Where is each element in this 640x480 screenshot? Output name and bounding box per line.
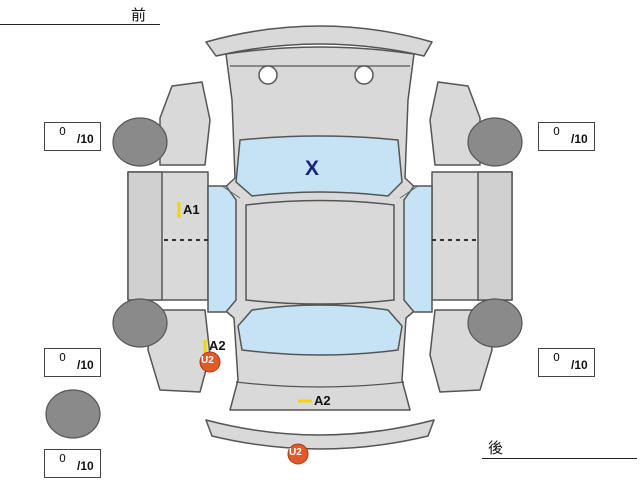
tire-front-left-icon (112, 117, 168, 167)
badge-text-u2-rear: U2 (289, 447, 302, 458)
left-side-window (207, 185, 237, 313)
tire-score-max: /10 (571, 358, 588, 372)
rear-label-underline (482, 458, 637, 459)
spare-tire-icon (45, 389, 101, 439)
front-label: 前 (131, 6, 147, 24)
damage-code-x: X (305, 157, 320, 180)
tire-score-value: 0 (553, 125, 560, 138)
tire-score-max: /10 (77, 459, 94, 473)
tire-score-front-left: 0 /10 (44, 122, 101, 151)
tire-score-value: 0 (59, 125, 66, 138)
tire-score-value: 0 (59, 351, 66, 364)
right-side-strip (477, 171, 513, 301)
tire-score-spare: 0 /10 (44, 449, 101, 478)
tire-score-max: /10 (77, 358, 94, 372)
badge-text-u2-left: U2 (201, 355, 214, 366)
left-front-fender (159, 81, 211, 166)
tire-score-value: 0 (553, 351, 560, 364)
tire-score-max: /10 (571, 132, 588, 146)
damage-code-a1: A1 (183, 202, 200, 217)
right-headlight (354, 65, 374, 85)
u2-badge-left-icon (199, 351, 221, 373)
tire-score-front-right: 0 /10 (538, 122, 595, 151)
rear-bumper (205, 419, 435, 450)
right-front-fender (429, 81, 481, 166)
damage-code-a2-rear: A2 (314, 393, 331, 408)
windshield (235, 135, 403, 197)
tire-score-max: /10 (77, 132, 94, 146)
front-bumper (205, 25, 433, 57)
left-side-strip (127, 171, 163, 301)
u2-badge-rear-icon (287, 443, 309, 465)
damage-code-a2-side: A2 (209, 338, 226, 353)
tire-score-rear-left: 0 /10 (44, 348, 101, 377)
rear-label: 後 (488, 439, 504, 457)
tire-score-rear-right: 0 /10 (538, 348, 595, 377)
left-headlight (258, 65, 278, 85)
rear-window (237, 304, 403, 356)
tire-rear-left-icon (112, 298, 168, 348)
roof (245, 199, 395, 305)
front-label-underline (0, 24, 160, 25)
right-side-window (403, 185, 433, 313)
tire-front-right-icon (467, 117, 523, 167)
tire-rear-right-icon (467, 298, 523, 348)
tire-score-value: 0 (59, 452, 66, 465)
